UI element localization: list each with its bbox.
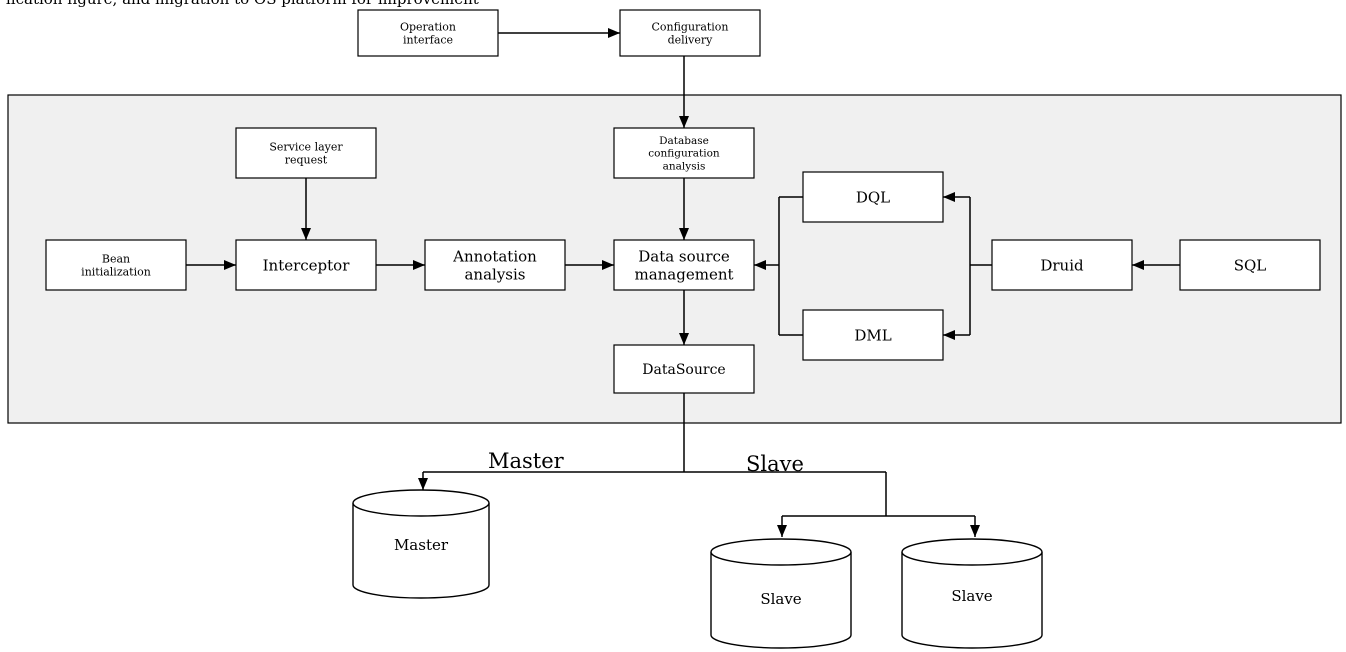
datasource-box: DataSource: [613, 344, 755, 394]
interceptor-label: Interceptor: [263, 256, 351, 274]
node-label-line: management: [634, 265, 733, 283]
dql-box: DQL: [802, 171, 944, 223]
node-label-line: configuration: [648, 148, 720, 160]
slave-branch-label: Slave: [746, 452, 804, 476]
node-label-line: request: [285, 153, 328, 166]
node-label-line: analysis: [663, 160, 706, 172]
node-label-line: Configuration: [651, 20, 728, 33]
node-label-line: initialization: [81, 265, 151, 278]
master-database: Master: [352, 489, 490, 599]
node-label-line: Service layer: [269, 140, 343, 153]
dml-box: DML: [802, 309, 944, 361]
node-label-line: Data source: [638, 247, 730, 265]
node-label-line: DQL: [856, 188, 890, 206]
node-label-line: SQL: [1234, 256, 1267, 274]
dml-label: DML: [854, 326, 891, 344]
sql-box: SQL: [1179, 239, 1321, 291]
connectors: [186, 28, 1180, 537]
druid-label: Druid: [1040, 256, 1084, 274]
slave-database-1: Slave: [710, 538, 852, 649]
node-label-line: DML: [854, 326, 891, 344]
node-label-line: Annotation: [452, 247, 537, 265]
node-label-line: analysis: [464, 265, 525, 283]
slave-database-2: Slave: [901, 538, 1043, 649]
datasource-label: DataSource: [642, 362, 725, 378]
top-caption: lication figure, and migration to OS pla…: [6, 0, 479, 8]
slave-database-1-label: Slave: [760, 590, 801, 608]
master-database-label: Master: [394, 536, 449, 554]
druid-box: Druid: [991, 239, 1133, 291]
slave-database-2-label: Slave: [951, 587, 992, 605]
node-label-line: Interceptor: [263, 256, 351, 274]
master-branch-label: Master: [488, 449, 565, 473]
node-label-line: Database: [659, 135, 709, 147]
node-label-line: Bean: [102, 252, 130, 265]
sql-label: SQL: [1234, 256, 1267, 274]
node-label-line: Operation: [400, 20, 456, 33]
node-label-line: delivery: [668, 34, 714, 47]
interceptor-box: Interceptor: [235, 239, 377, 291]
node-label-line: DataSource: [642, 362, 725, 378]
node-label-line: Druid: [1040, 256, 1084, 274]
node-label-line: interface: [403, 34, 453, 47]
dql-label: DQL: [856, 188, 890, 206]
